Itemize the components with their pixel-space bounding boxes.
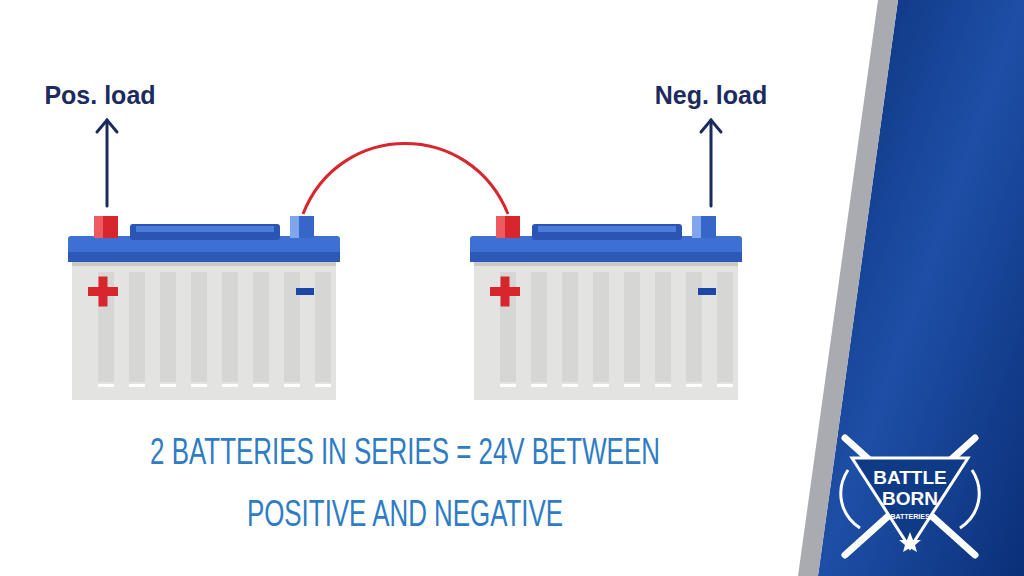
battery bbox=[68, 216, 340, 400]
logo-mark bbox=[841, 438, 979, 555]
logo-text: BATTERIES bbox=[890, 513, 929, 520]
pos-load-arrow bbox=[97, 120, 117, 206]
logo-text: BORN bbox=[882, 488, 938, 510]
logo-text: BATTLE bbox=[873, 467, 947, 489]
series-wire bbox=[303, 144, 508, 215]
load-label: Neg. load bbox=[655, 81, 768, 110]
neg-load-arrow bbox=[701, 120, 721, 206]
caption: 2 BATTERIES IN SERIES = 24V BETWEEN POSI… bbox=[132, 421, 678, 545]
battery bbox=[470, 216, 742, 400]
load-label: Pos. load bbox=[44, 81, 155, 110]
